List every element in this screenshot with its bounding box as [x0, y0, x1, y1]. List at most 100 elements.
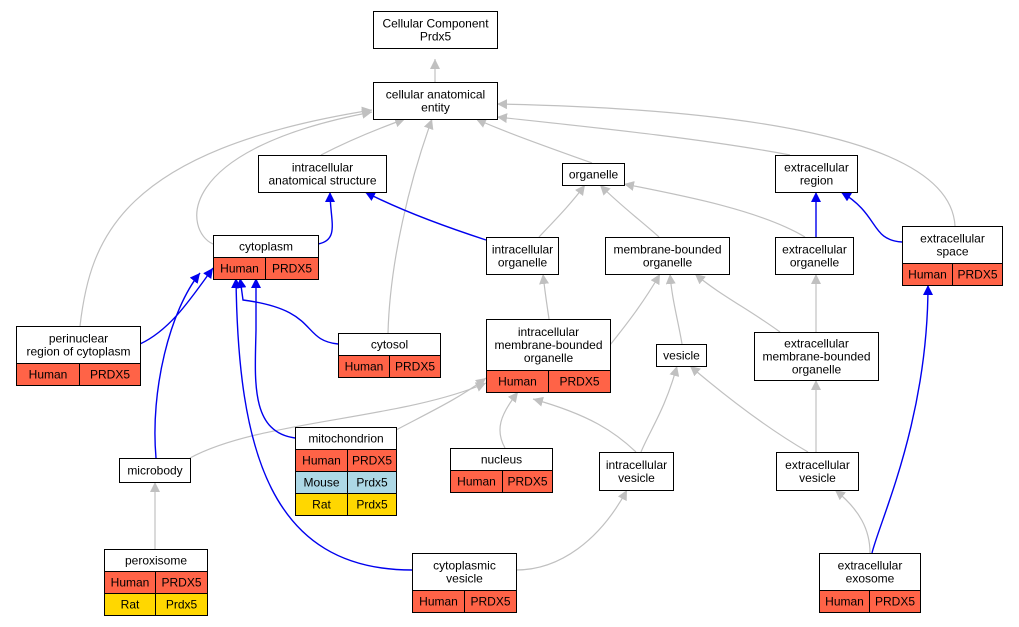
node-label-line: extracellular: [784, 337, 849, 351]
gene-cell: [869, 590, 921, 613]
species-label: Human: [29, 368, 68, 382]
node-label-line: extracellular: [785, 458, 850, 472]
node-label-line: cytoplasmic: [433, 559, 496, 573]
gene-label: PRDX5: [875, 595, 915, 609]
edge-imbo-to-mbo: [609, 273, 661, 346]
edge-ev-to-vesicle: [689, 365, 809, 453]
edge-embo-to-mbo: [694, 273, 781, 333]
node-header-box: [486, 319, 611, 371]
gene-cell: [952, 263, 1003, 286]
node-header-box: [258, 155, 387, 193]
edge-cytoplasm-to-cae: [196, 108, 373, 245]
node-label-line: region: [800, 174, 833, 188]
node-header-box: [562, 163, 625, 186]
node-header-box: [775, 237, 854, 275]
species-label: Human: [302, 454, 341, 468]
edge-organelle-to-cae: [475, 118, 593, 164]
edge-vesicle-to-mbo: [665, 273, 683, 345]
species-label: Human: [498, 375, 537, 389]
node-label-line: cytosol: [371, 338, 408, 352]
node-label-line: extracellular: [838, 559, 903, 573]
node-microbody[interactable]: microbody: [119, 458, 191, 483]
edge-io-to-ias: [364, 191, 487, 241]
gene-label: PRDX5: [470, 595, 510, 609]
species-label: Rat: [121, 598, 140, 612]
gene-cell: [548, 370, 611, 393]
gene-cell: [79, 363, 141, 386]
gene-label: PRDX5: [957, 268, 997, 282]
edge-perinuclear-to-cae: [79, 106, 373, 327]
species-label: Human: [457, 475, 496, 489]
node-label-line: mitochondrion: [308, 432, 383, 446]
edge-io-to-organelle: [538, 184, 586, 238]
node-label-line: organelle: [524, 351, 574, 365]
node-label-line: vesicle: [446, 572, 483, 586]
node-label-line: organelle: [790, 256, 840, 270]
node-header-box: [119, 458, 191, 483]
edge-imbo-to-io: [539, 273, 550, 320]
node-header-box: [486, 237, 559, 275]
node-label-line: membrane-bounded: [613, 243, 721, 257]
species-label: Rat: [312, 498, 331, 512]
gene-label: PRDX5: [559, 375, 599, 389]
species-label: Mouse: [303, 476, 339, 490]
edge-microbody-to-cytoplasm: [154, 272, 201, 459]
node-label-line: organelle: [569, 168, 619, 182]
edge-es-to-er: [840, 191, 903, 243]
gene-cell: [464, 590, 517, 613]
node-header-box: [819, 553, 921, 591]
node-label-line: region of cytoplasm: [26, 345, 130, 359]
node-label-line: microbody: [127, 464, 182, 478]
gene-cell: [155, 593, 208, 616]
node-label-line: extracellular: [920, 232, 985, 246]
node-imbo[interactable]: intracellularmembrane-boundedorganelleHu…: [486, 319, 611, 393]
edge-exosome-to-es: [871, 284, 933, 554]
node-vesicle[interactable]: vesicle: [656, 344, 707, 367]
edge-es-to-cae: [496, 99, 956, 227]
gene-cell: [265, 257, 319, 280]
node-label-line: perinuclear: [49, 332, 108, 346]
node-label-line: intracellular: [606, 458, 667, 472]
edge-er-to-cae: [496, 113, 791, 156]
species-label: Human: [220, 262, 259, 276]
node-label-line: membrane-bounded: [762, 350, 870, 364]
species-label: Human: [111, 576, 150, 590]
gene-label: PRDX5: [395, 360, 435, 374]
species-label: Human: [908, 268, 947, 282]
edge-mbo-to-organelle: [599, 184, 660, 238]
gene-label: PRDX5: [161, 576, 201, 590]
gene-label: PRDX5: [352, 454, 392, 468]
node-header-box: [412, 553, 517, 591]
edge-mito-to-cytoplasm: [251, 278, 296, 439]
edge-cv-to-iv: [515, 489, 628, 571]
node-header-box: [373, 11, 498, 49]
edge-cytoplasm-to-ias: [317, 191, 336, 245]
edge-nucleus-to-imbo: [499, 391, 519, 449]
species-label: Human: [825, 595, 864, 609]
edge-microbody-to-imbo: [189, 382, 487, 459]
node-label-line: intracellular: [292, 161, 353, 175]
node-organelle[interactable]: organelle: [562, 163, 625, 186]
node-label-line: intracellular: [492, 243, 553, 257]
node-label-line: peroxisome: [125, 554, 187, 568]
